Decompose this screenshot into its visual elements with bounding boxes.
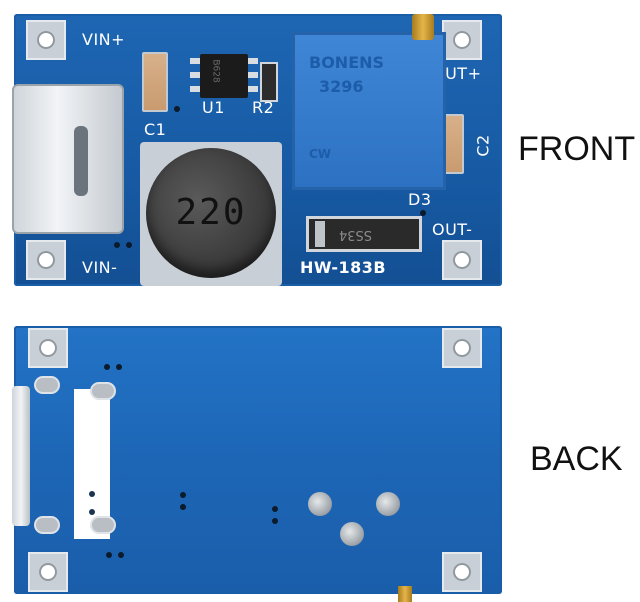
mounting-hole-top-left [26, 20, 66, 60]
potentiometer-solder-joint [308, 492, 332, 516]
c1-label: C1 [144, 120, 167, 139]
c2-label: C2 [473, 134, 493, 157]
usb-c-connector-edge [12, 386, 30, 526]
via [174, 106, 180, 112]
solder-tab [34, 376, 60, 394]
inductor [146, 148, 276, 278]
ic-pin [190, 86, 200, 92]
mounting-hole-bottom-right [442, 240, 482, 280]
capacitor-c1 [142, 52, 168, 112]
resistor-r2 [260, 62, 278, 102]
via [180, 504, 186, 510]
solder-tab [90, 516, 116, 534]
ic-pin [248, 72, 258, 78]
solder-tab [34, 516, 60, 534]
via [89, 491, 95, 497]
mounting-hole-top-right [442, 328, 482, 368]
mounting-hole-top-right [442, 20, 482, 60]
diode-band [315, 221, 325, 247]
ic-pin [190, 72, 200, 78]
usb-c-port [74, 126, 88, 196]
ic-pin [248, 86, 258, 92]
potentiometer-adjust-screw [412, 14, 434, 40]
potentiometer-adjust-screw [398, 586, 412, 602]
back-label: BACK [530, 440, 623, 478]
front-board: VIN+ VIN- OUT+ OUT- C1 C2 U1 R2 D3 HW-18… [12, 14, 502, 286]
usb-c-connector [12, 84, 124, 234]
pot-brand: BONENS [309, 53, 385, 72]
back-board [12, 326, 502, 594]
front-label: FRONT [518, 130, 636, 168]
vin-minus-label: VIN- [82, 258, 118, 277]
d3-label: D3 [408, 190, 432, 209]
u1-label: U1 [202, 98, 225, 117]
via [126, 242, 132, 248]
mounting-hole-bottom-left [26, 240, 66, 280]
r2-label: R2 [252, 98, 275, 117]
pot-cw: CW [309, 147, 332, 161]
diode-d3: SS34 [306, 216, 422, 252]
ic-marking: B628 [210, 59, 221, 83]
diode-marking: SS34 [339, 227, 373, 242]
via [420, 210, 426, 216]
out-minus-label: OUT- [432, 220, 473, 239]
ic-u1: B628 [200, 54, 248, 98]
model-label: HW-183B [300, 258, 387, 277]
vin-plus-label: VIN+ [82, 30, 126, 49]
potentiometer-solder-joint [376, 492, 400, 516]
mounting-hole-top-left [28, 328, 68, 368]
potentiometer-solder-joint [340, 522, 364, 546]
via [118, 552, 124, 558]
via [116, 364, 122, 370]
ic-pin [248, 58, 258, 64]
via [180, 492, 186, 498]
connector-shell-window [74, 389, 110, 539]
pot-model: 3296 [319, 77, 364, 96]
via [272, 518, 278, 524]
via [114, 242, 120, 248]
via [106, 552, 112, 558]
potentiometer: BONENS 3296 CW [292, 32, 446, 190]
via [272, 506, 278, 512]
solder-tab [90, 382, 116, 400]
mounting-hole-bottom-left [28, 552, 68, 592]
mounting-hole-bottom-right [442, 552, 482, 592]
via [89, 509, 95, 515]
inductor-value: 220 [175, 192, 247, 233]
via [104, 364, 110, 370]
ic-pin [190, 58, 200, 64]
